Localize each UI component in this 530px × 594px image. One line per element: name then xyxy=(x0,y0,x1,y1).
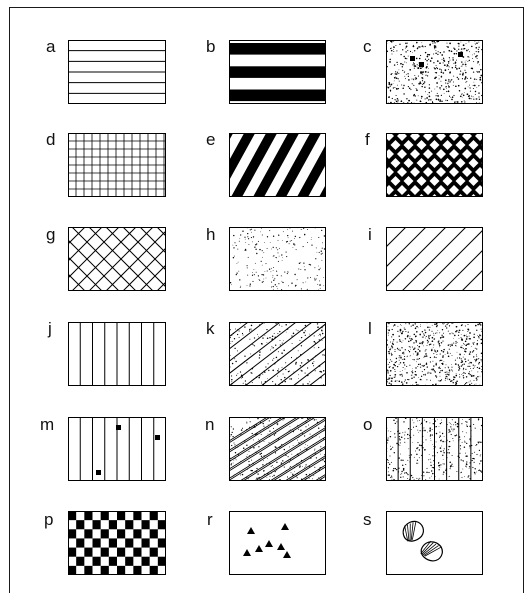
panel-label-i: i xyxy=(368,225,372,244)
panel-label-o: o xyxy=(363,415,372,434)
panel-label-b: b xyxy=(206,37,215,56)
panel-label-m: m xyxy=(40,415,54,434)
panel-r-swatch xyxy=(230,512,326,575)
panel-p-swatch xyxy=(68,511,166,575)
panel-label-r: r xyxy=(207,510,213,529)
panel-j-swatch xyxy=(69,322,166,386)
panel-label-c: c xyxy=(363,37,372,56)
panel-c-swatch xyxy=(385,39,483,104)
panel-label-h: h xyxy=(206,225,215,244)
panel-label-k: k xyxy=(206,319,215,338)
panel-label-j: j xyxy=(47,319,52,338)
panel-label-s: s xyxy=(363,510,372,529)
panel-label-p: p xyxy=(44,510,53,529)
panel-d-swatch xyxy=(68,133,166,197)
panel-label-d: d xyxy=(46,130,55,149)
panel-label-l: l xyxy=(368,319,372,338)
panel-l-swatch xyxy=(386,322,484,387)
panel-label-n: n xyxy=(205,415,214,434)
panel-label-a: a xyxy=(46,37,56,56)
panel-a-swatch xyxy=(68,41,166,104)
panel-i-swatch xyxy=(322,227,530,291)
panel-label-g: g xyxy=(46,225,55,244)
panel-f-swatch xyxy=(384,131,530,204)
panel-h-swatch xyxy=(229,227,326,292)
panel-b-swatch xyxy=(229,41,326,104)
panel-label-e: e xyxy=(206,130,215,149)
panel-m-swatch xyxy=(69,417,166,481)
panel-o-swatch xyxy=(385,416,483,481)
panel-label-f: f xyxy=(365,130,370,149)
panel-s-swatch xyxy=(387,512,483,575)
